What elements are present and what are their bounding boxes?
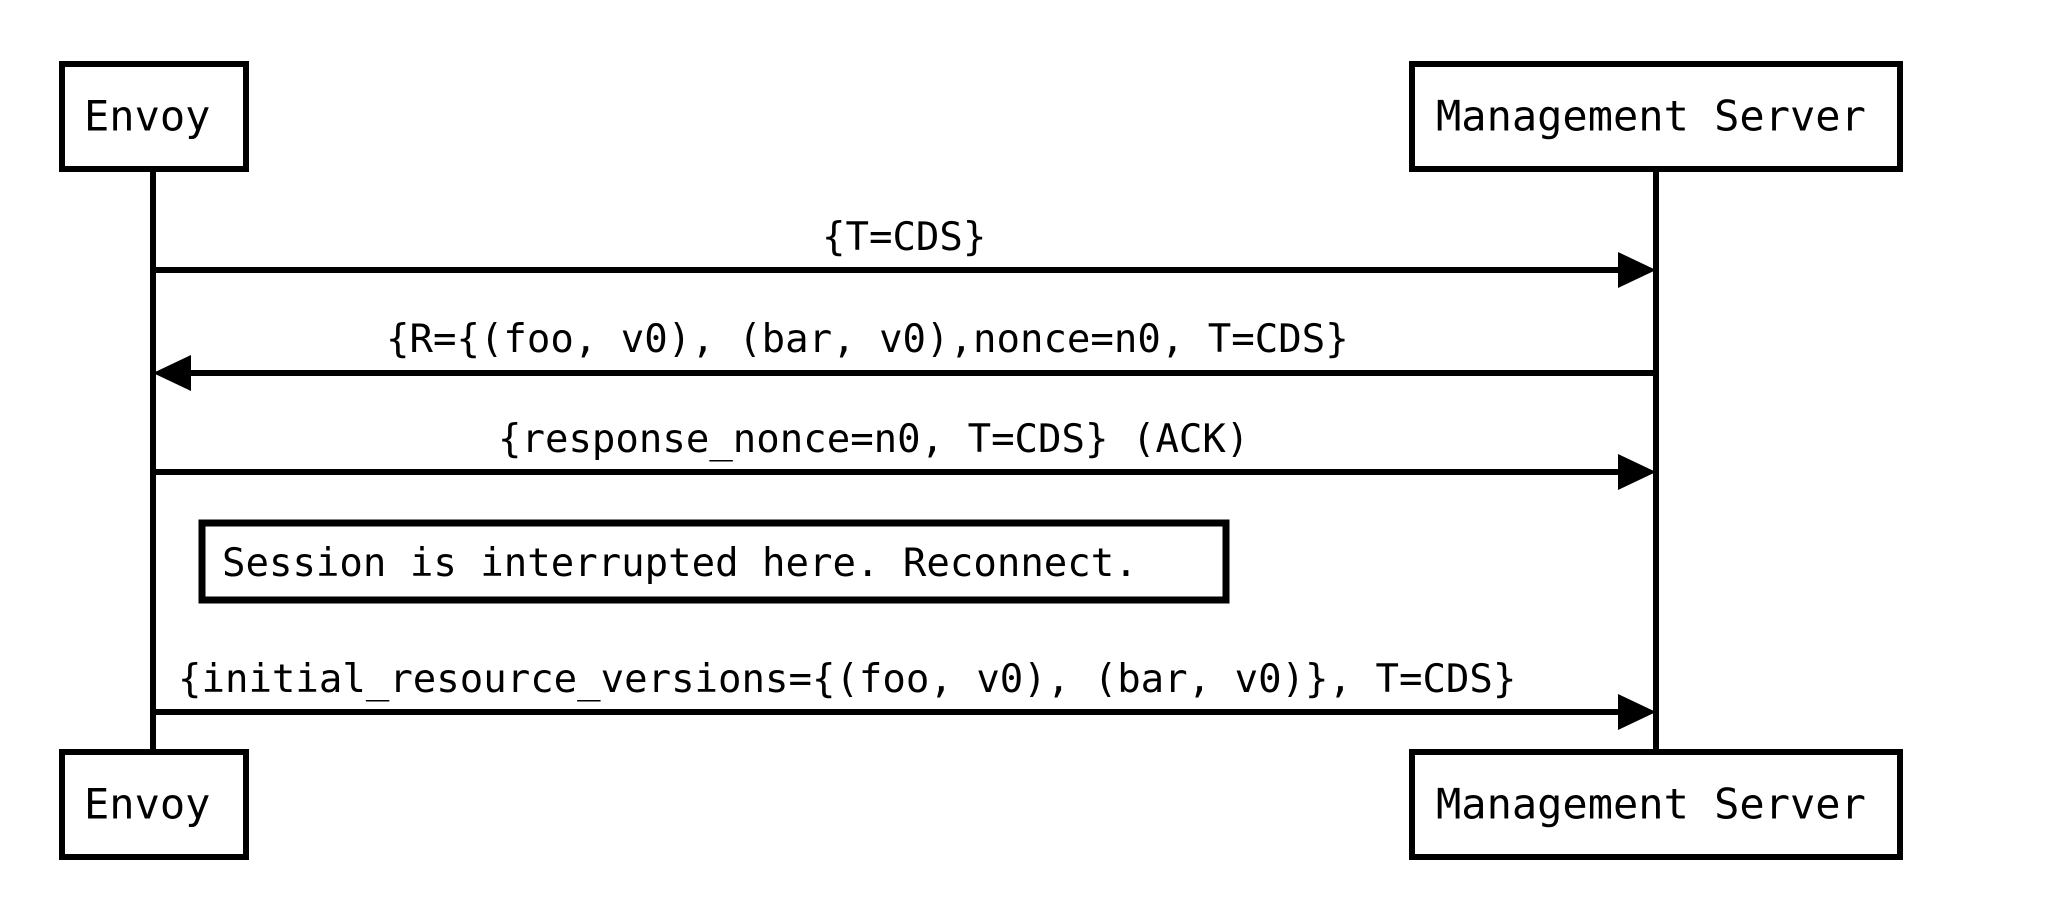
message-1-arrowhead-right bbox=[1618, 252, 1656, 288]
message-4[interactable]: {initial_resource_versions={(foo, v0), (… bbox=[153, 657, 1656, 730]
note-session-interrupted[interactable]: Session is interrupted here. Reconnect. bbox=[198, 519, 1230, 604]
participant-label-envoy-top: Envoy bbox=[84, 92, 210, 141]
participant-box-envoy-top[interactable]: Envoy bbox=[59, 61, 249, 172]
note-session-interrupted-rect bbox=[198, 519, 1230, 604]
participant-box-envoy-bottom-rect bbox=[59, 749, 249, 860]
participant-box-envoy-bottom[interactable]: Envoy bbox=[59, 749, 249, 860]
message-4-arrowhead-right bbox=[1618, 694, 1656, 730]
participant-box-management-server-top-rect bbox=[1409, 61, 1903, 172]
participant-box-management-server-bottom[interactable]: Management Server bbox=[1409, 749, 1903, 860]
participant-label-management-server-bottom: Management Server bbox=[1436, 780, 1866, 829]
participant-box-envoy-top-rect bbox=[59, 61, 249, 172]
message-3-label: {response_nonce=n0, T=CDS} (ACK) bbox=[498, 417, 1249, 462]
message-1-label: {T=CDS} bbox=[822, 215, 986, 260]
participant-label-management-server-top: Management Server bbox=[1436, 92, 1866, 141]
message-2-label: {R={(foo, v0), (bar, v0),nonce=n0, T=CDS… bbox=[386, 317, 1349, 362]
message-2[interactable]: {R={(foo, v0), (bar, v0),nonce=n0, T=CDS… bbox=[153, 317, 1656, 391]
message-1[interactable]: {T=CDS} bbox=[153, 215, 1656, 288]
message-3[interactable]: {response_nonce=n0, T=CDS} (ACK) bbox=[153, 417, 1656, 490]
participant-box-management-server-bottom-rect bbox=[1409, 749, 1903, 860]
message-3-arrowhead-right bbox=[1618, 454, 1656, 490]
message-4-label: {initial_resource_versions={(foo, v0), (… bbox=[178, 657, 1516, 702]
participant-box-management-server-top[interactable]: Management Server bbox=[1409, 61, 1903, 172]
note-session-interrupted-label: Session is interrupted here. Reconnect. bbox=[222, 541, 1138, 586]
message-2-arrowhead-left bbox=[153, 355, 191, 391]
participant-label-envoy-bottom: Envoy bbox=[84, 780, 210, 829]
